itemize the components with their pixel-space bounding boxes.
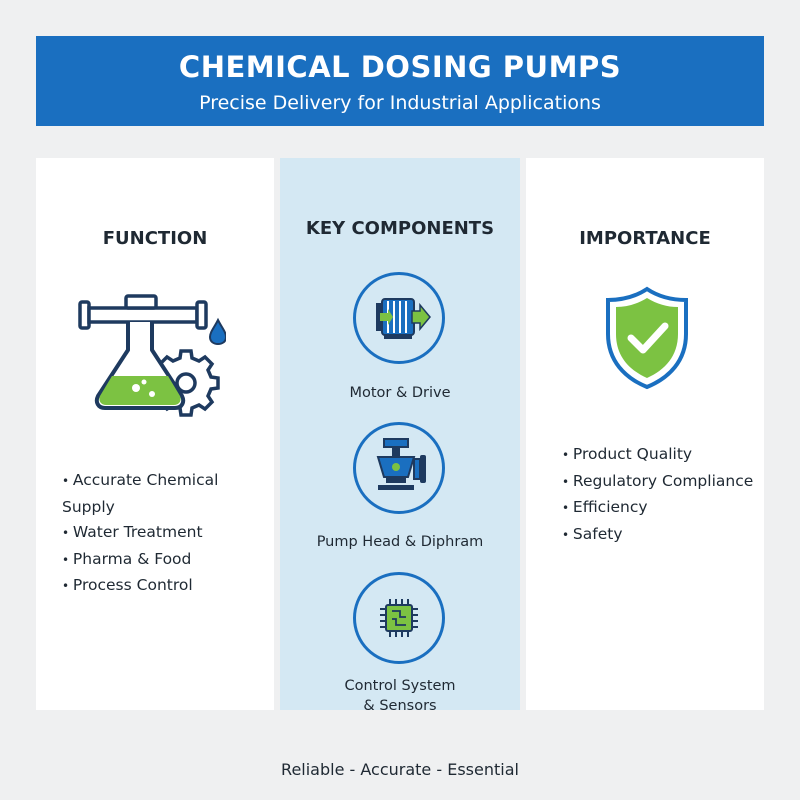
list-item: Safety xyxy=(562,522,753,549)
list-item: Accurate Chemical Supply xyxy=(62,468,274,520)
component-label-control-line1: Control System xyxy=(344,678,456,694)
pump-head-icon-circle xyxy=(353,422,445,514)
motor-icon-circle xyxy=(353,272,445,364)
pump-head-icon xyxy=(376,438,426,490)
list-item: Efficiency xyxy=(562,495,753,522)
list-item: Process Control xyxy=(62,573,274,600)
function-panel: FUNCTION Accurate Chemical Supply Water … xyxy=(36,158,274,710)
list-item: Pharma & Food xyxy=(62,547,274,574)
importance-panel: IMPORTANCE Product Quality Regulatory Co… xyxy=(526,158,764,710)
list-item: Water Treatment xyxy=(62,520,274,547)
component-label-motor: Motor & Drive xyxy=(349,385,451,401)
function-heading: FUNCTION xyxy=(102,228,208,249)
header-banner: CHEMICAL DOSING PUMPS Precise Delivery f… xyxy=(36,36,764,126)
motor-icon xyxy=(376,298,431,339)
component-label-pump-head: Pump Head & Diphram xyxy=(316,534,484,550)
component-label-control: Control System & Sensors xyxy=(280,676,520,716)
page-title: CHEMICAL DOSING PUMPS xyxy=(178,50,622,84)
importance-list: Product Quality Regulatory Compliance Ef… xyxy=(562,442,753,548)
list-item: Product Quality xyxy=(562,442,753,469)
components-heading: KEY COMPONENTS xyxy=(305,218,495,239)
shield-check-icon xyxy=(606,286,688,390)
page-subtitle: Precise Delivery for Industrial Applicat… xyxy=(199,92,601,114)
component-label-control-line2: & Sensors xyxy=(363,698,437,714)
components-panel: KEY COMPONENTS Motor & Drive Pump Head &… xyxy=(280,158,520,714)
list-item: Regulatory Compliance xyxy=(562,469,753,496)
importance-heading: IMPORTANCE xyxy=(579,228,711,249)
chip-icon-circle xyxy=(353,572,445,664)
flask-gear-icon xyxy=(78,294,226,417)
chip-icon xyxy=(380,599,418,637)
function-list: Accurate Chemical Supply Water Treatment… xyxy=(62,468,274,600)
footer-tagline: Reliable - Accurate - Essential xyxy=(281,760,519,779)
